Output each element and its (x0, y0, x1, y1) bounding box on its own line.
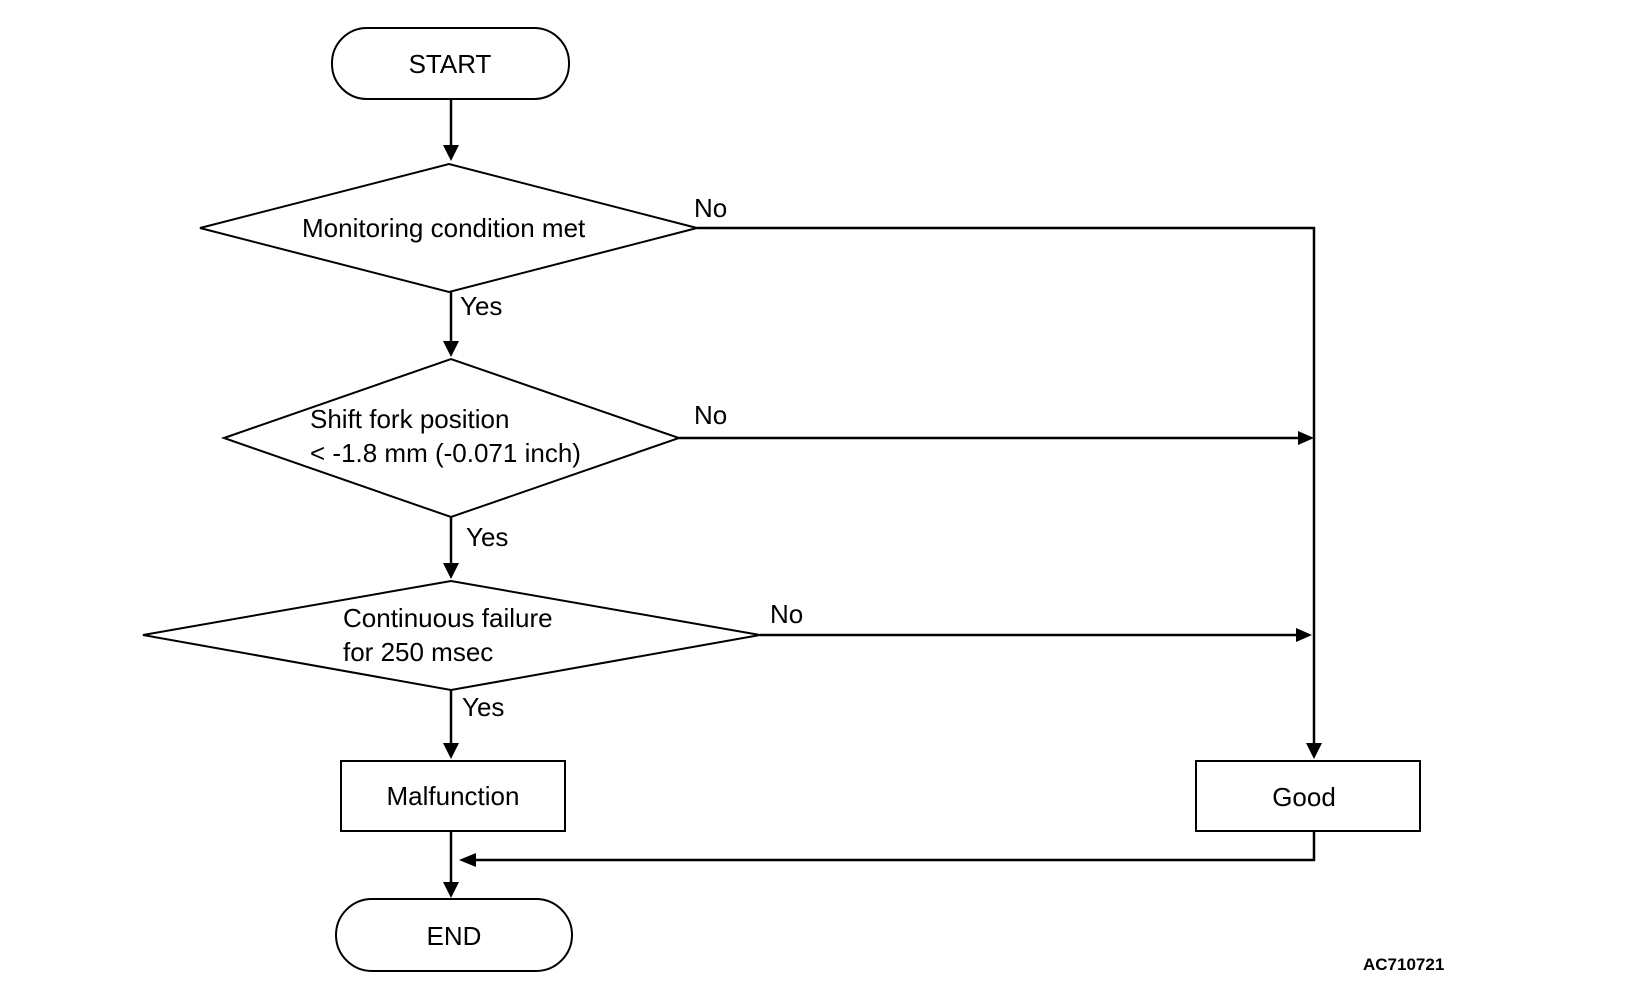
end-terminator: END (335, 898, 573, 972)
decision-monitoring-condition: Monitoring condition met (199, 162, 698, 294)
malfunction-label: Malfunction (387, 781, 520, 811)
start-label: START (409, 49, 492, 79)
decision-1-no-label: No (694, 193, 727, 223)
decision-1-yes-label: Yes (460, 291, 502, 321)
decision-2-text-line-1: Shift fork position (310, 404, 509, 434)
reference-code: AC710721 (1363, 955, 1444, 974)
decision-1-text: Monitoring condition met (302, 213, 586, 243)
decision-2-text-line-2: < -1.8 mm (-0.071 inch) (310, 438, 581, 468)
good-label: Good (1272, 782, 1336, 812)
connector-decision-2-no (679, 431, 1314, 445)
connector-decision-1-no (697, 226, 1322, 759)
decision-continuous-failure: Continuous failure for 250 msec (142, 579, 761, 692)
decision-3-text-line-1: Continuous failure (343, 603, 553, 633)
good-box: Good (1195, 760, 1421, 832)
decision-shift-fork-position: Shift fork position < -1.8 mm (-0.071 in… (220, 357, 683, 519)
connector-decision-2-yes (443, 517, 459, 579)
decision-3-no-label: No (770, 599, 803, 629)
start-terminator: START (331, 27, 570, 100)
connector-decision-1-yes (443, 292, 459, 357)
decision-3-text-line-2: for 250 msec (343, 637, 493, 667)
connector-good-to-end (459, 831, 1316, 867)
decision-2-no-label: No (694, 400, 727, 430)
decision-3-yes-label: Yes (462, 692, 504, 722)
decision-2-yes-label: Yes (466, 522, 508, 552)
malfunction-box: Malfunction (340, 760, 566, 832)
connector-decision-3-no (760, 628, 1312, 642)
end-label: END (427, 921, 482, 951)
connector-start-to-decision-1 (443, 99, 459, 161)
connector-decision-3-yes (443, 690, 459, 759)
connector-malfunction-to-end (443, 831, 459, 898)
